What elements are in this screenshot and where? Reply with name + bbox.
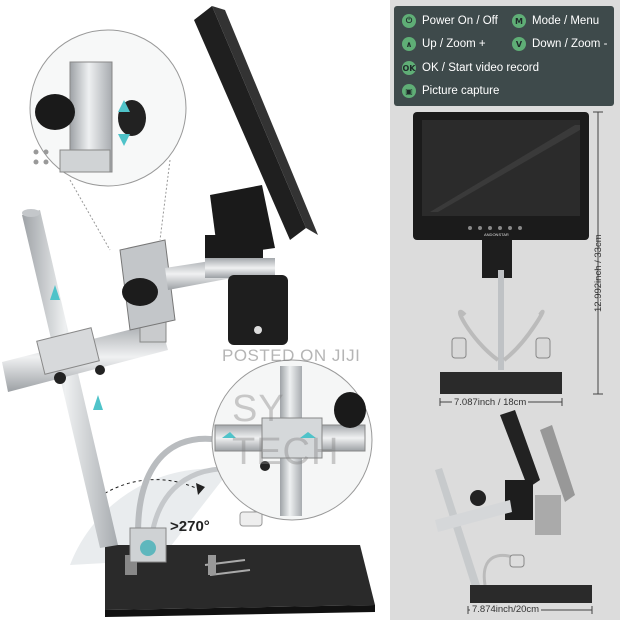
legend-item-down: V Down / Zoom - bbox=[512, 37, 607, 51]
menu-icon: M bbox=[512, 14, 526, 28]
legend-label: Picture capture bbox=[422, 85, 500, 97]
microscope-illustration bbox=[2, 6, 375, 617]
product-photo-main: POSTED ON JIJI SY TECH >270° bbox=[2, 6, 375, 617]
rotation-angle-label: >270° bbox=[170, 518, 210, 535]
legend-item-power: ⏻ Power On / Off bbox=[402, 14, 498, 28]
legend-label: OK / Start video record bbox=[422, 62, 539, 74]
camera-icon: ▣ bbox=[402, 84, 416, 98]
camera-lens bbox=[228, 275, 288, 345]
watermark-seller: SY TECH bbox=[232, 388, 340, 473]
lcd-monitor bbox=[194, 6, 306, 240]
legend-item-up: ∧ Up / Zoom + bbox=[402, 37, 486, 51]
legend-label: Up / Zoom + bbox=[422, 38, 486, 50]
focus-knob[interactable] bbox=[122, 278, 158, 306]
brand-label: ANDONSTAR bbox=[484, 232, 509, 237]
ok-icon: OK bbox=[402, 61, 416, 75]
base-plate bbox=[105, 545, 375, 610]
legend-label: Mode / Menu bbox=[532, 15, 600, 27]
power-icon: ⏻ bbox=[402, 14, 416, 28]
legend-label: Down / Zoom - bbox=[532, 38, 608, 50]
base-width-dimension: 7.087inch / 18cm bbox=[452, 397, 529, 408]
front-view-base bbox=[440, 372, 562, 394]
height-dimension: 12.992inch / 33cm bbox=[593, 234, 604, 312]
watermark-posted: POSTED ON JIJI bbox=[222, 346, 361, 365]
spec-illustrations bbox=[413, 111, 603, 614]
legend-item-ok: OK OK / Start video record bbox=[402, 61, 539, 75]
legend-label: Power On / Off bbox=[422, 15, 498, 27]
down-icon: V bbox=[512, 37, 526, 51]
up-icon: ∧ bbox=[402, 37, 416, 51]
product-spec-panel: ANDONSTAR 12.992inch / 33cm 7.087inch / … bbox=[390, 0, 620, 620]
full-width-dimension: 7.874inch/20cm bbox=[470, 604, 542, 615]
legend-item-menu: M Mode / Menu bbox=[512, 14, 599, 28]
button-legend: ⏻ Power On / Off M Mode / Menu ∧ Up / Zo… bbox=[394, 6, 614, 106]
side-view-base bbox=[470, 585, 592, 603]
legend-item-camera: ▣ Picture capture bbox=[402, 84, 499, 98]
support-pillar bbox=[22, 210, 118, 548]
side-view-monitor bbox=[500, 410, 540, 488]
